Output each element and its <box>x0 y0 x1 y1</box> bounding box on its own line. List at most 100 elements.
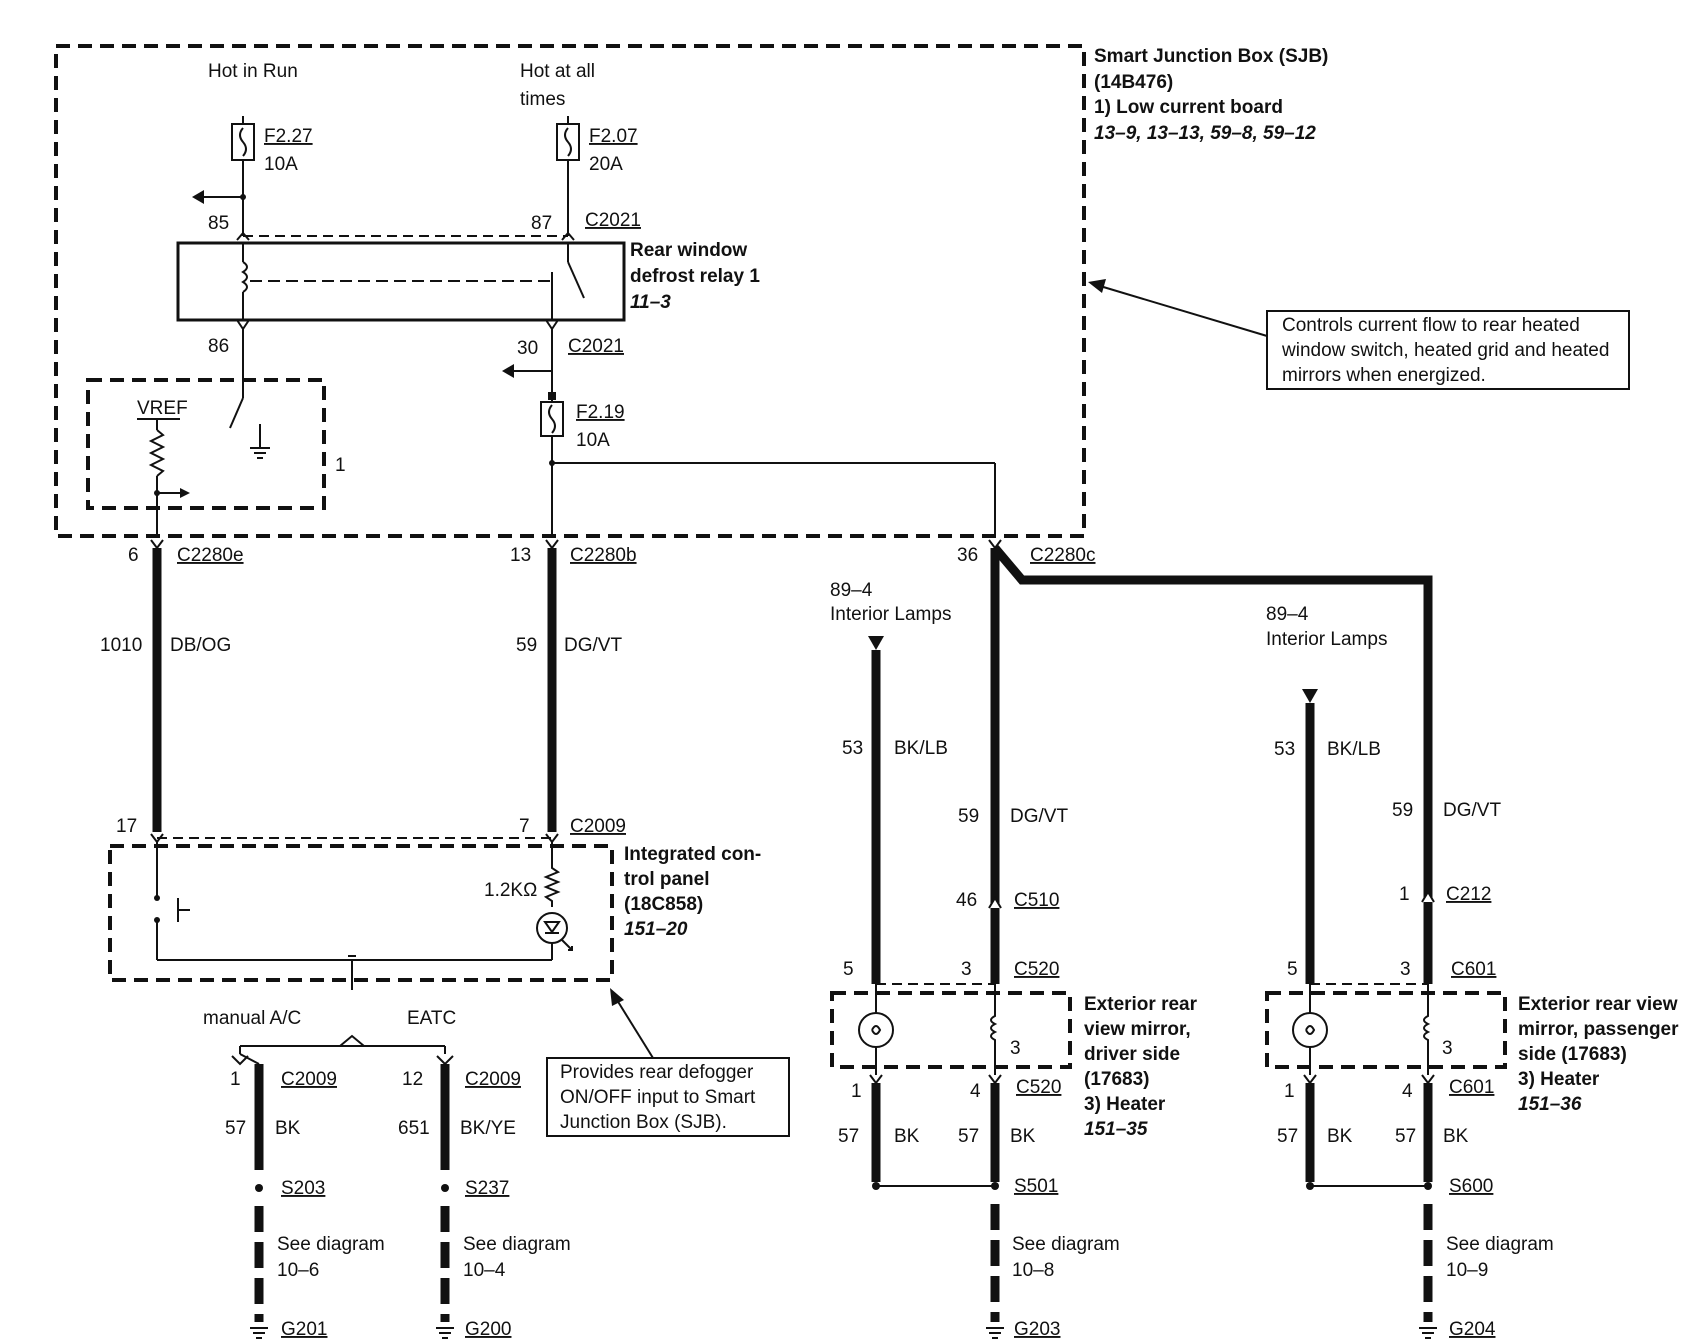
ga-splice: S203 <box>281 1178 325 1199</box>
w2-pin: 13 <box>510 545 531 566</box>
pas-lamps-name: Interior Lamps <box>1266 629 1387 650</box>
mirror-lamp-icon <box>858 1012 894 1048</box>
branch-arrow-icon <box>192 190 204 204</box>
relay-coil-symbol <box>241 261 248 293</box>
drv-name-3: driver side <box>1084 1044 1180 1065</box>
vref-label: VREF <box>137 398 188 419</box>
gb-color: BK/YE <box>460 1118 516 1139</box>
pas-heat-circuit: 59 <box>1392 800 1413 821</box>
gb-splice: S237 <box>465 1178 509 1199</box>
driver-mirror-circuit: 89–4 Interior Lamps 53 BK/LB 59 DG/VT 46… <box>830 580 1198 1340</box>
relay-name-1: Rear window <box>630 240 747 261</box>
icp-resistor-symbol <box>543 842 561 907</box>
ground-icon <box>436 1327 454 1339</box>
drv-lamp-color: BK/LB <box>894 738 948 759</box>
note-sjb-line3: mirrors when energized. <box>1282 365 1486 386</box>
manual-ac-label: manual A/C <box>203 1008 301 1029</box>
ga-pin: 1 <box>230 1069 241 1090</box>
pas-splice: S600 <box>1449 1176 1493 1197</box>
pas-ground: G204 <box>1449 1319 1496 1340</box>
wire-59-mirrors <box>990 545 1433 984</box>
drv-see1: See diagram <box>1012 1234 1120 1255</box>
icp-name-1: Integrated con- <box>624 844 761 865</box>
gb-ground: G200 <box>465 1319 511 1340</box>
gb-circuit: 651 <box>398 1118 430 1139</box>
pas-out-pin-r: 4 <box>1402 1081 1413 1102</box>
relay-box <box>176 241 626 322</box>
pas-lamp-color: BK/LB <box>1327 739 1381 760</box>
w2-conn: C2280b <box>570 545 637 566</box>
branch-arrow-icon <box>502 364 514 378</box>
hot-at-all-times-label-2: times <box>520 89 565 110</box>
drv-c510-pin: 46 <box>956 890 977 911</box>
pas-c601: C601 <box>1451 959 1496 980</box>
note-icp-line3: Junction Box (SJB). <box>560 1112 727 1133</box>
pas-ref: 151–36 <box>1518 1094 1582 1115</box>
drv-heater: 3) Heater <box>1084 1094 1166 1115</box>
relay-pin-85: 85 <box>208 213 229 234</box>
drv-lamps-name: Interior Lamps <box>830 604 951 625</box>
gb-see2: 10–4 <box>463 1260 506 1281</box>
pointer-arrow-icon <box>610 988 624 1006</box>
drv-out-pin-r: 4 <box>970 1081 981 1102</box>
sjb-boundary <box>54 44 1086 538</box>
sjb-board: 1) Low current board <box>1094 97 1283 118</box>
icp-pin-7: 7 <box>519 816 530 837</box>
drv-gnd-circuit-r: 57 <box>958 1126 979 1147</box>
drv-out-pin-l: 1 <box>851 1081 862 1102</box>
note-sjb-line2: window switch, heated grid and heated <box>1281 340 1609 361</box>
ground-icon <box>1419 1327 1437 1339</box>
ga-ground: G201 <box>281 1319 327 1340</box>
pas-name-3: side (17683) <box>1518 1044 1627 1065</box>
branch-manual-ac: 1 C2009 57 BK S203 See diagram 10–6 G201 <box>225 1055 385 1340</box>
icp-pin-17: 17 <box>116 816 137 837</box>
pas-see2: 10–9 <box>1446 1260 1488 1281</box>
pas-gnd-color-l: BK <box>1327 1126 1353 1147</box>
icp-conn: C2009 <box>570 816 626 837</box>
drv-lamp-circuit: 53 <box>842 738 863 759</box>
gb-conn: C2009 <box>465 1069 521 1090</box>
ga-see2: 10–6 <box>277 1260 319 1281</box>
drv-gnd-color-l: BK <box>894 1126 920 1147</box>
pas-c212-pin: 1 <box>1399 884 1410 905</box>
w1-conn: C2280e <box>177 545 244 566</box>
icp-resistor-value: 1.2KΩ <box>484 880 537 901</box>
eatc-label: EATC <box>407 1008 456 1029</box>
pas-heat-color: DG/VT <box>1443 800 1501 821</box>
passenger-mirror-boundary <box>1265 991 1507 1069</box>
drv-c520: C520 <box>1014 959 1059 980</box>
heater-element-symbol <box>990 984 998 1075</box>
drv-c510: C510 <box>1014 890 1059 911</box>
ga-see1: See diagram <box>277 1234 385 1255</box>
w3-conn: C2280c <box>1030 545 1096 566</box>
ga-circuit: 57 <box>225 1118 246 1139</box>
pas-lamp-circuit: 53 <box>1274 739 1295 760</box>
icp-boundary <box>108 844 614 982</box>
relay-conn-top: C2021 <box>585 210 641 231</box>
note-sjb-box <box>1266 310 1630 390</box>
icp-part: (18C858) <box>624 894 703 915</box>
note-icp-box <box>546 1057 790 1137</box>
sjb-sub-label: 1 <box>335 455 346 476</box>
pas-c601-pin-l: 5 <box>1287 959 1298 980</box>
drv-heat-circuit: 59 <box>958 806 979 827</box>
relay-pin-87: 87 <box>531 213 552 234</box>
pas-heater: 3) Heater <box>1518 1069 1600 1090</box>
ga-conn: C2009 <box>281 1069 337 1090</box>
drv-part: (17683) <box>1084 1069 1150 1090</box>
pas-see1: See diagram <box>1446 1234 1554 1255</box>
drv-out-conn: C520 <box>1016 1077 1061 1098</box>
gb-pin: 12 <box>402 1069 423 1090</box>
w1-color: DB/OG <box>170 635 231 656</box>
relay-pin-86: 86 <box>208 336 229 357</box>
ga-color: BK <box>275 1118 301 1139</box>
relay-conn-bottom: C2021 <box>568 336 624 357</box>
w2-circuit: 59 <box>516 635 537 656</box>
sjb-refs: 13–9, 13–13, 59–8, 59–12 <box>1094 123 1316 144</box>
pas-name-2: mirror, passenger <box>1518 1019 1679 1040</box>
drv-lamps-ref: 89–4 <box>830 580 873 601</box>
pas-gnd-circuit-l: 57 <box>1277 1126 1298 1147</box>
ground-icon <box>986 1327 1004 1339</box>
pas-out-conn: C601 <box>1449 1077 1494 1098</box>
